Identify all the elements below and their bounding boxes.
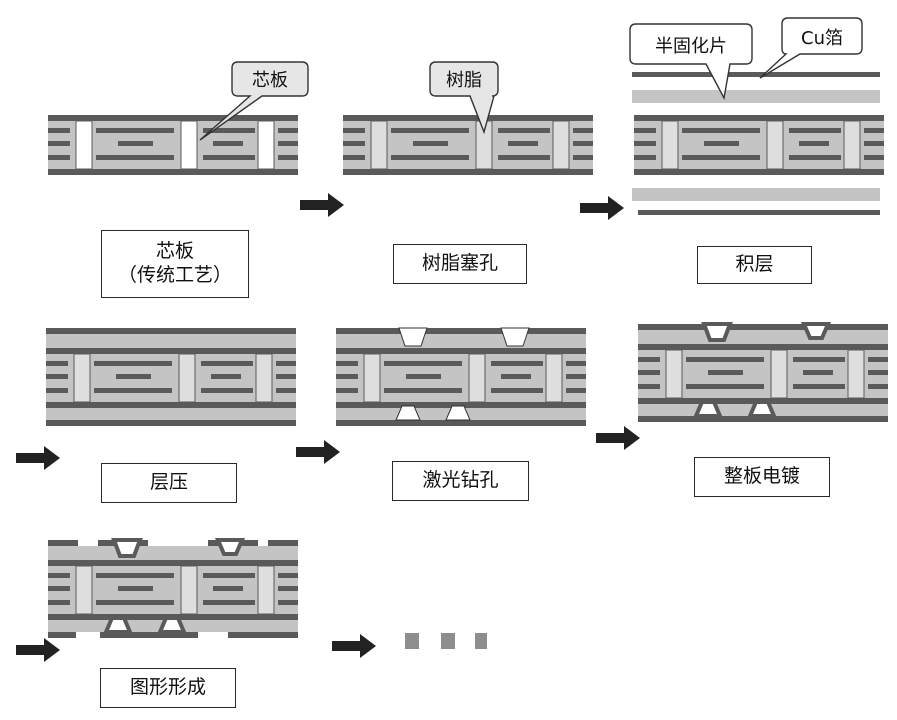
step-label-lamination-text: 层压 xyxy=(149,471,188,494)
resin-callout: 树脂 xyxy=(429,61,499,135)
step-label-stackup-text: 积层 xyxy=(735,253,774,276)
arrow-icon xyxy=(16,446,60,470)
step-label-stackup: 积层 xyxy=(697,246,812,284)
step-label-resin-plug-text: 树脂塞孔 xyxy=(421,252,498,275)
step-label-panel-plating-text: 整板电镀 xyxy=(723,465,800,488)
core-board-diagram xyxy=(48,115,298,175)
step-label-core-line2: （传统工艺） xyxy=(117,264,232,286)
prepreg-callout: 半固化片 xyxy=(629,23,753,101)
step-label-lamination: 层压 xyxy=(101,463,237,503)
arrow-icon xyxy=(296,440,340,464)
arrow-icon xyxy=(596,426,640,450)
step-label-pattern: 图形形成 xyxy=(100,668,236,708)
arrow-icon xyxy=(580,196,624,220)
core-callout-text: 芯板 xyxy=(252,70,288,91)
step-label-core-line1: 芯板 xyxy=(155,240,194,263)
prepreg-callout-text: 半固化片 xyxy=(655,36,727,57)
step-label-resin-plug: 树脂塞孔 xyxy=(393,244,527,284)
cu-foil-callout: Cu箔 xyxy=(759,17,863,79)
step-label-pattern-text: 图形形成 xyxy=(129,676,206,699)
step-label-laser-drill: 激光钻孔 xyxy=(392,461,529,501)
arrow-icon xyxy=(332,634,376,658)
laser-drill-diagram xyxy=(336,327,586,426)
cu-foil-callout-text: Cu箔 xyxy=(801,28,843,49)
step-label-panel-plating: 整板电镀 xyxy=(694,457,830,497)
pattern-formation-diagram xyxy=(48,538,298,638)
resin-plug-board-diagram xyxy=(343,115,593,175)
lamination-diagram xyxy=(46,328,296,426)
step-label-core: 芯板 （传统工艺） xyxy=(101,230,249,298)
stackup-diagram xyxy=(632,72,884,215)
arrow-icon xyxy=(16,638,60,662)
arrow-icon xyxy=(300,193,344,217)
panel-plating-diagram xyxy=(638,322,888,422)
step-label-laser-drill-text: 激光钻孔 xyxy=(422,469,499,492)
continuation-dots xyxy=(405,633,487,649)
core-callout: 芯板 xyxy=(199,61,309,141)
resin-callout-text: 树脂 xyxy=(446,70,482,91)
